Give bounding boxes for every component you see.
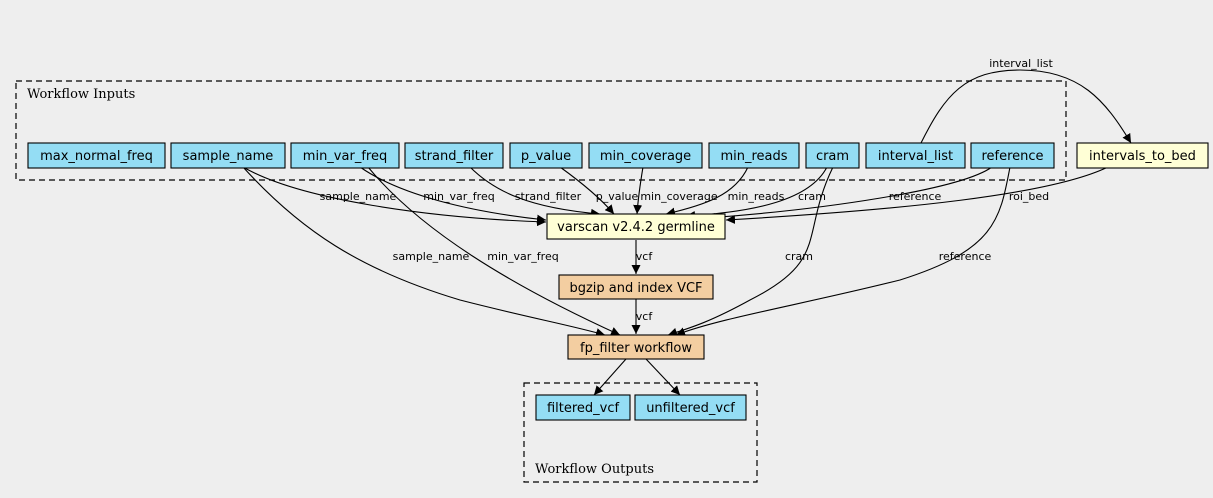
edge-label-vcf-2: vcf [636,310,654,323]
input-node-label: reference [981,149,1043,164]
step-node-intervals-to-bed[interactable]: intervals_to_bed [1076,142,1209,169]
edge-sample-name-to-fp [242,166,606,337]
input-node-label: min_coverage [600,149,691,164]
step-node-varscan[interactable]: varscan v2.4.2 germline [546,213,726,240]
edge-label-interval-list: interval_list [989,57,1053,70]
input-node-label: min_reads [720,149,787,164]
output-node-filtered-vcf[interactable]: filtered_vcf [535,394,631,421]
edge-sample-name-to-varscan [242,166,547,227]
input-node-label: cram [816,149,849,164]
edge-roi-bed-to-varscan [725,166,1109,224]
input-node-label: strand_filter [415,149,494,164]
edge-fp-to-filtered [593,358,627,396]
edge-p-value-to-varscan [559,166,615,215]
edge-label-vcf-1: vcf [636,250,654,263]
edge-strand-filter-to-varscan [469,166,601,218]
input-node-interval-list[interactable]: interval_list [865,142,966,169]
workflow-outputs-cluster: Workflow Outputs [523,382,758,483]
step-node-fp-filter[interactable]: fp_filter workflow [567,334,705,360]
output-node-box [634,394,747,421]
input-node-min-reads[interactable]: min_reads [708,142,800,169]
input-node-box [290,142,400,169]
output-node-box [535,394,631,421]
input-node-p-value[interactable]: p_value [509,142,583,169]
input-node-box [708,142,800,169]
input-node-box [865,142,966,169]
edge-cram-to-fp [667,166,834,337]
input-node-min-coverage[interactable]: min_coverage [588,142,703,169]
step-node-box [1076,142,1209,169]
input-node-label: p_value [521,149,571,164]
output-node-label: unfiltered_vcf [646,401,735,416]
input-node-box [509,142,583,169]
input-node-label: min_var_freq [303,149,387,164]
edge-min-reads-to-varscan [665,166,749,217]
input-node-box [27,142,166,169]
workflow-outputs-label: Workflow Outputs [535,462,654,477]
edge-label-cram: cram [798,190,826,203]
step-node-box [546,213,726,240]
edge-label-reference: reference [889,190,942,203]
input-node-box [170,142,286,169]
edge-reference-to-varscan [705,166,993,222]
input-node-box [970,142,1055,169]
edge-label-min-var-freq: min_var_freq [423,190,494,203]
input-node-box [404,142,504,169]
input-node-sample-name[interactable]: sample_name [170,142,286,169]
step-node-label: intervals_to_bed [1089,149,1196,164]
step-node-label: bgzip and index VCF [569,281,702,296]
edge-reference-to-fp [675,166,1011,336]
edge-fp-to-unfiltered [645,358,681,396]
output-node-label: filtered_vcf [547,401,620,416]
edge-label-min-coverage: min_coverage [640,190,718,203]
edge-label-roi-bed: roi_bed [1009,190,1049,203]
edge-label-strand-filter: strand_filter [515,190,582,203]
input-node-box [588,142,703,169]
edge-label-reference-fp: reference [939,250,992,263]
edge-labels: interval_list sample_name min_var_freq s… [320,57,1054,323]
input-node-label: max_normal_freq [40,149,153,164]
input-node-strand-filter[interactable]: strand_filter [404,142,504,169]
step-node-label: varscan v2.4.2 germline [557,220,715,235]
edge-label-min-var-freq-fp: min_var_freq [487,250,558,263]
output-node-unfiltered-vcf[interactable]: unfiltered_vcf [634,394,747,421]
edge-min-var-freq-to-fp [367,166,621,336]
input-nodes: max_normal_freq sample_name min_var_freq… [27,142,1055,169]
edge-interval-list-to-bed [920,69,1132,144]
input-node-min-var-freq[interactable]: min_var_freq [290,142,400,169]
input-node-reference[interactable]: reference [970,142,1055,169]
input-node-label: interval_list [878,149,953,164]
edge-label-cram-fp: cram [785,250,813,263]
input-node-box [805,142,860,169]
input-node-cram[interactable]: cram [805,142,860,169]
step-node-label: fp_filter workflow [580,341,692,356]
workflow-inputs-cluster: Workflow Inputs [15,80,1067,181]
edge-label-p-value: p_value [596,190,639,203]
edge-label-sample-name-fp: sample_name [393,250,470,263]
step-node-box [558,274,714,300]
workflow-inputs-label: Workflow Inputs [27,87,135,102]
edge-min-coverage-to-varscan [633,166,644,215]
input-node-label: sample_name [183,149,274,164]
edge-label-min-reads: min_reads [728,190,785,203]
step-node-box [567,334,705,360]
step-node-bgzip[interactable]: bgzip and index VCF [558,274,714,300]
input-node-max-normal-freq[interactable]: max_normal_freq [27,142,166,169]
edge-label-sample-name: sample_name [320,190,397,203]
